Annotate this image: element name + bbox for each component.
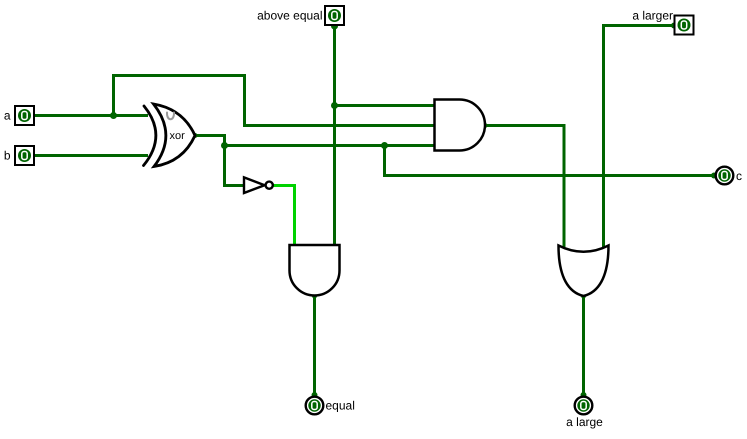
svg-text:equal: equal xyxy=(326,399,355,413)
svg-text:above equal: above equal xyxy=(257,9,322,23)
svg-text:a: a xyxy=(4,109,11,123)
svg-text:xor: xor xyxy=(170,130,186,142)
svg-text:b: b xyxy=(4,149,11,163)
svg-text:c: c xyxy=(736,169,742,183)
svg-text:a large: a large xyxy=(566,415,603,429)
svg-text:a larger: a larger xyxy=(632,9,673,23)
